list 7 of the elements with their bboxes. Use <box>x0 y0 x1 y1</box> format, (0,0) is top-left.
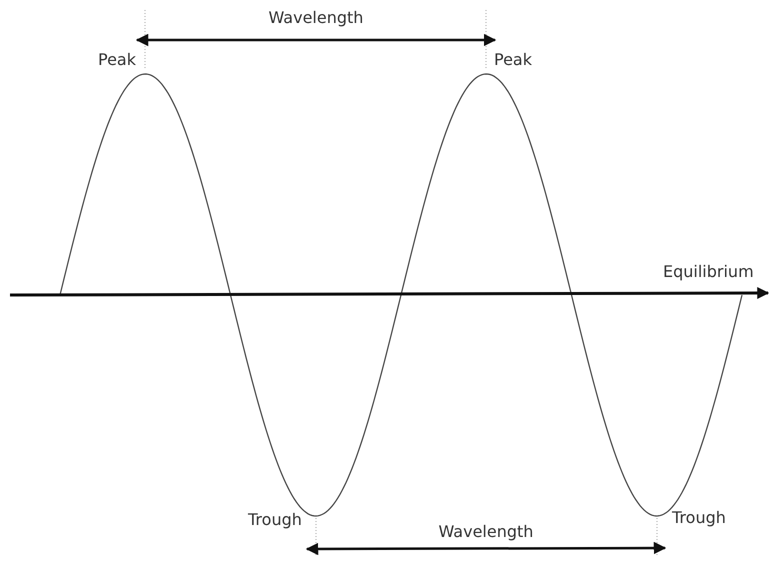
peak-label: Peak <box>98 50 136 70</box>
peak-label: Peak <box>494 50 532 70</box>
axis-label: Equilibrium <box>663 262 754 282</box>
trough-label: Trough <box>248 510 302 530</box>
dimension-label: Wavelength <box>268 8 364 28</box>
trough-label: Trough <box>672 508 726 528</box>
dimension-label: Wavelength <box>438 522 534 542</box>
